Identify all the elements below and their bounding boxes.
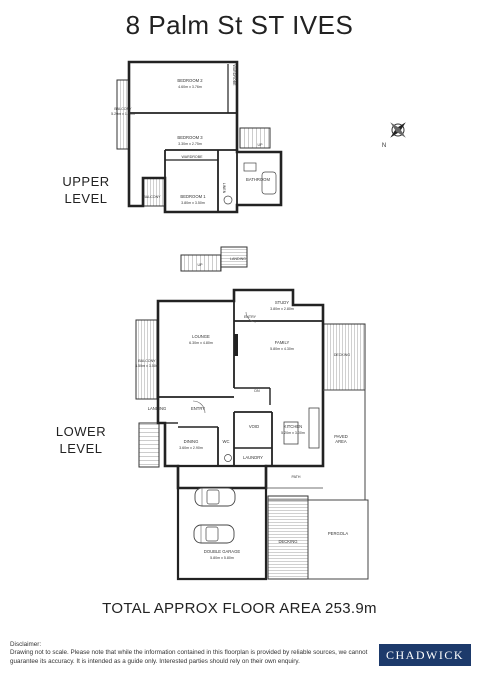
lounge-name: LOUNGE (192, 334, 210, 339)
pergola-label: PERGOLA (328, 531, 348, 536)
lower-balcony-dims: 3.50m x 3.50m (135, 364, 159, 368)
compass-icon (390, 122, 406, 138)
car-icon (193, 524, 235, 544)
study-door-swing (245, 311, 257, 323)
path-label: PATH (291, 475, 300, 479)
disclaimer-text: Drawing not to scale. Please note that w… (10, 649, 368, 665)
kitchen-dims: 5.20m x 3.00m (281, 431, 305, 435)
upper-balcony-name: BALCONY (114, 107, 132, 111)
left-stairs (138, 422, 160, 468)
landing-top-label: LANDING (230, 257, 246, 261)
linen-label: LINEN (222, 183, 226, 194)
top-landing (220, 246, 248, 268)
pergola-outline (307, 499, 369, 580)
wc-label: WC (223, 439, 230, 444)
kitchen-bench (308, 407, 320, 449)
wardrobe-vertical: WARDROBE (232, 64, 236, 86)
dn-label: DN (254, 389, 260, 393)
void-label: VOID (249, 424, 259, 429)
laundry-label: LAUNDRY (243, 455, 263, 460)
bedroom3-name: BEDROOM 3 (177, 135, 203, 140)
bottom-decking (267, 495, 309, 580)
car-icon (194, 487, 236, 507)
kitchen-island (283, 421, 299, 445)
right-decking (322, 323, 366, 391)
upper-level-label: UPPER LEVEL (62, 174, 110, 206)
property-title: 8 Palm St ST IVES (125, 10, 354, 40)
kitchen-name: KITCHEN (284, 424, 302, 429)
bathroom-label: BATHROOM (246, 177, 270, 182)
disclaimer: Disclaimer: Drawing not to scale. Please… (10, 641, 370, 666)
entry-door-swing (192, 400, 206, 414)
landing-label: LANDING (148, 406, 167, 411)
chadwick-logo: CHADWICK (379, 644, 471, 666)
upper-level-plan (116, 60, 283, 214)
garage-outline (176, 464, 268, 581)
upper-small-balcony: BALCONY (143, 195, 161, 199)
garage-name: DOUBLE GARAGE (204, 549, 241, 554)
upper-stairs (239, 127, 271, 149)
wardrobe-horizontal: WARDROBE (181, 155, 203, 159)
decking-right-label: DECKING (334, 353, 351, 357)
total-floor-area: TOTAL APPROX FLOOR AREA 253.9m (102, 600, 377, 617)
upper-up-label: UP (258, 143, 264, 147)
paved-area-line2: AREA (335, 439, 347, 444)
entry-label: ENTRY (191, 406, 205, 411)
lower-level-plan (135, 246, 369, 581)
bedroom1-dims: 3.80m x 3.50m (181, 201, 205, 205)
upper-small-balcony-deck (142, 177, 166, 207)
study-name: STUDY (275, 300, 289, 305)
lower-balcony-name: BALCONY (138, 359, 156, 363)
dining-name: DINING (184, 439, 199, 444)
paved-area-outline (268, 389, 366, 501)
study-dims: 3.80m x 2.80m (270, 307, 294, 311)
decking-bottom-label: DECKING (278, 539, 297, 544)
bedroom1-name: BEDROOM 1 (180, 194, 206, 199)
dining-dims: 3.60m x 2.90m (179, 446, 203, 450)
garage-dims: 5.80m x 5.80m (210, 556, 234, 560)
family-dims: 5.80m x 4.30m (270, 347, 294, 351)
paved-area-line1: PAVED (334, 434, 348, 439)
compass-north-letter: N (382, 143, 386, 149)
lounge-dims: 6.30m x 4.80m (189, 341, 213, 345)
bedroom3-dims: 3.30m x 2.75m (178, 142, 202, 146)
fireplace (234, 334, 238, 356)
wc-bowl (224, 454, 232, 462)
upper-balcony-dims: 5.20m x 1.70m (111, 112, 135, 116)
disclaimer-title: Disclaimer: (10, 641, 42, 648)
family-name: FAMILY (275, 340, 290, 345)
lower-up-label: UP (198, 263, 204, 267)
bedroom2-name: BEDROOM 2 (177, 78, 203, 83)
lower-walls (156, 288, 325, 490)
lower-level-label: LOWER LEVEL (55, 424, 107, 456)
bedroom2-dims: 4.60m x 3.76m (178, 85, 202, 89)
entry-top-label: ENTRY (244, 315, 257, 319)
